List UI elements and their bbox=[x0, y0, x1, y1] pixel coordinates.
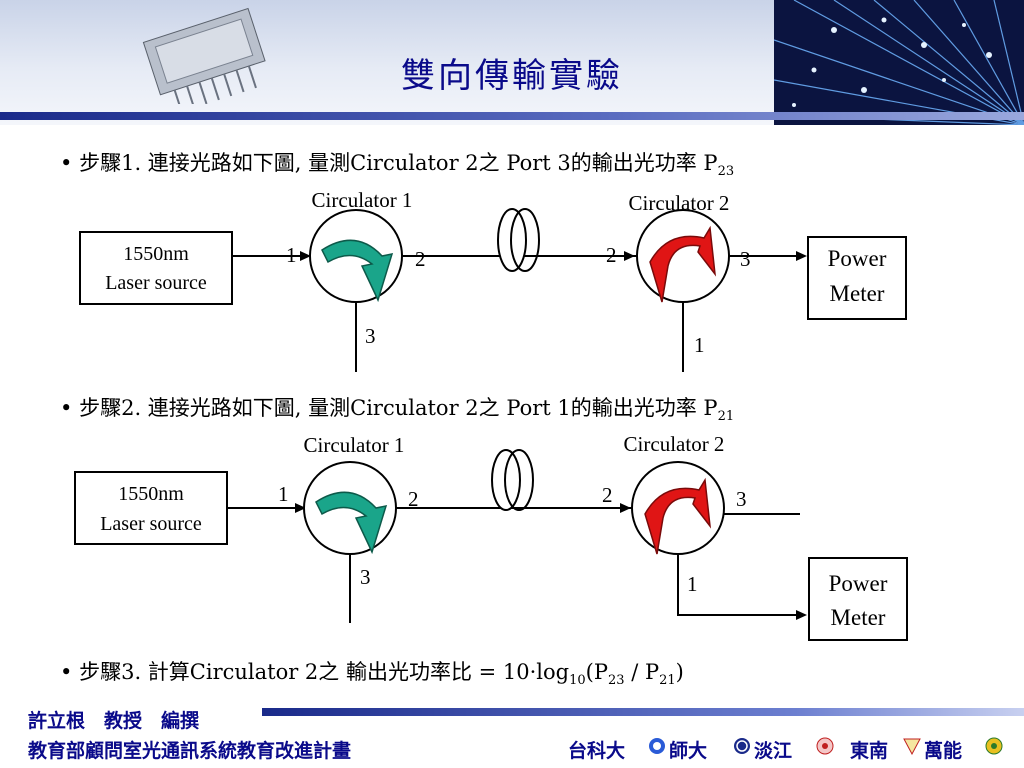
footer-program: 教育部顧問室光通訊系統教育改進計畫 bbox=[28, 740, 352, 762]
laser-source-box bbox=[79, 231, 233, 305]
bullet: • bbox=[60, 396, 73, 420]
school-logo-tku bbox=[816, 737, 834, 755]
laser-label-line2: Laser source bbox=[105, 272, 207, 294]
footer-divider bbox=[262, 708, 1024, 716]
header-banner bbox=[0, 0, 1024, 125]
fiber-spool-icon bbox=[491, 449, 534, 511]
circulator-arrow-icon bbox=[644, 477, 712, 555]
fiber-optic-burst bbox=[774, 0, 1024, 125]
circulator-arrow-icon bbox=[321, 239, 394, 303]
circulator-2 bbox=[631, 461, 725, 555]
c1-port-3: 3 bbox=[365, 324, 376, 348]
school-vnu: 萬能 bbox=[924, 740, 963, 762]
c1-port-2: 2 bbox=[408, 487, 419, 511]
circulator-arrow-icon bbox=[649, 225, 717, 303]
c1-port-3: 3 bbox=[360, 565, 371, 589]
power-meter-line1: Power bbox=[829, 571, 888, 596]
step-1-subscript: 23 bbox=[717, 164, 735, 179]
laser-source-box bbox=[74, 471, 228, 545]
school-tnu: 東南 bbox=[850, 740, 889, 762]
diagram-2: 1550nm Laser source Circulator 1 1 2 3 C… bbox=[74, 432, 908, 641]
circulator-1-label: Circulator 1 bbox=[304, 433, 405, 457]
footer-author: 許立根 教授 編撰 bbox=[28, 710, 200, 732]
c2-port-2: 2 bbox=[606, 243, 617, 267]
c1-port-2: 2 bbox=[415, 247, 426, 271]
circulator-2-label: Circulator 2 bbox=[624, 432, 725, 456]
laser-device-photo bbox=[142, 7, 266, 104]
step-3-text: • 步驟3. 計算Circulator 2之 輸出光功率比 = 10·log10… bbox=[60, 660, 684, 688]
c2-port-3: 3 bbox=[736, 487, 747, 511]
c2-port-1: 1 bbox=[694, 333, 705, 357]
laser-label-line1: 1550nm bbox=[118, 483, 184, 505]
c2-port-2: 2 bbox=[602, 483, 613, 507]
power-meter-line2: Meter bbox=[830, 281, 885, 306]
page-title: 雙向傳輸實驗 bbox=[401, 56, 623, 96]
step-3-sub-log: 10 bbox=[569, 673, 586, 688]
c2-port-3: 3 bbox=[740, 247, 751, 271]
step-3-label: 步驟3. 計算Circulator 2之 輸出光功率比 = 10·log bbox=[79, 660, 570, 684]
c1-port-1: 1 bbox=[278, 482, 289, 506]
header-divider bbox=[0, 112, 1024, 120]
step-1-text: • 步驟1. 連接光路如下圖, 量測Circulator 2之 Port 3的輸… bbox=[60, 147, 734, 179]
bullet: • bbox=[60, 660, 73, 684]
laser-label-line1: 1550nm bbox=[123, 243, 189, 265]
circulator-1-label: Circulator 1 bbox=[312, 188, 413, 212]
circulator-2 bbox=[636, 209, 730, 303]
power-meter-line2: Meter bbox=[831, 605, 886, 630]
school-ntnu: 師大 bbox=[669, 740, 708, 762]
circulator-arrow-icon bbox=[315, 491, 388, 555]
step-1-label: 步驟1. 連接光路如下圖, 量測Circulator 2之 Port 3的輸出光… bbox=[79, 151, 718, 175]
diagram-1: 1550nm Laser source Circulator 1 1 2 3 C… bbox=[79, 188, 907, 372]
c2-port-1: 1 bbox=[687, 572, 698, 596]
bullet: • bbox=[60, 151, 73, 175]
school-logo-vnu bbox=[985, 737, 1003, 755]
power-meter-line1: Power bbox=[828, 246, 887, 271]
c1-port-1: 1 bbox=[286, 243, 297, 267]
power-meter-box bbox=[807, 236, 907, 320]
step-2-label: 步驟2. 連接光路如下圖, 量測Circulator 2之 Port 1的輸出光… bbox=[79, 396, 718, 420]
fiber-spool-icon bbox=[497, 208, 540, 272]
school-logo-ntnu bbox=[734, 738, 750, 754]
school-ntust: 台科大 bbox=[568, 740, 626, 762]
step-2-text: • 步驟2. 連接光路如下圖, 量測Circulator 2之 Port 1的輸… bbox=[60, 392, 734, 424]
power-meter-box bbox=[808, 557, 908, 641]
step-2-subscript: 21 bbox=[717, 409, 735, 424]
school-logo-tnu bbox=[903, 738, 921, 755]
school-tku: 淡江 bbox=[754, 740, 793, 762]
laser-label-line2: Laser source bbox=[100, 513, 202, 535]
school-logo-ntust bbox=[649, 738, 665, 754]
